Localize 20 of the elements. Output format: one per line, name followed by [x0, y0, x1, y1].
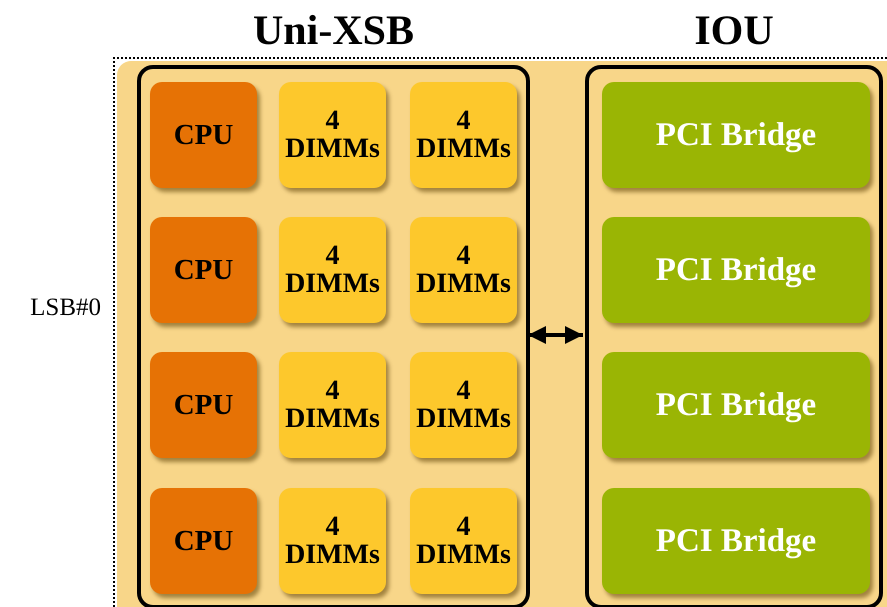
cpu-chip: CPU	[150, 352, 257, 458]
dimm-module: 4 DIMMs	[410, 352, 517, 458]
dimm-module: 4 DIMMs	[279, 352, 386, 458]
group-heading: Uni-XSB	[252, 7, 416, 55]
pci-bridge-block: PCI Bridge	[602, 217, 870, 323]
dimm-module: 4 DIMMs	[410, 217, 517, 323]
dimm-module: 4 DIMMs	[410, 488, 517, 594]
dimm-module: 4 DIMMs	[279, 488, 386, 594]
dimm-module: 4 DIMMs	[279, 82, 386, 188]
cpu-chip: CPU	[150, 82, 257, 188]
pci-bridge-block: PCI Bridge	[602, 82, 870, 188]
dimm-module: 4 DIMMs	[410, 82, 517, 188]
cpu-chip: CPU	[150, 488, 257, 594]
group-heading: IOU	[693, 7, 775, 55]
dimm-module: 4 DIMMs	[279, 217, 386, 323]
pci-bridge-block: PCI Bridge	[602, 352, 870, 458]
pci-bridge-block: PCI Bridge	[602, 488, 870, 594]
double-arrow	[528, 326, 583, 344]
board-label: LSB#0	[30, 294, 101, 322]
cpu-chip: CPU	[150, 217, 257, 323]
